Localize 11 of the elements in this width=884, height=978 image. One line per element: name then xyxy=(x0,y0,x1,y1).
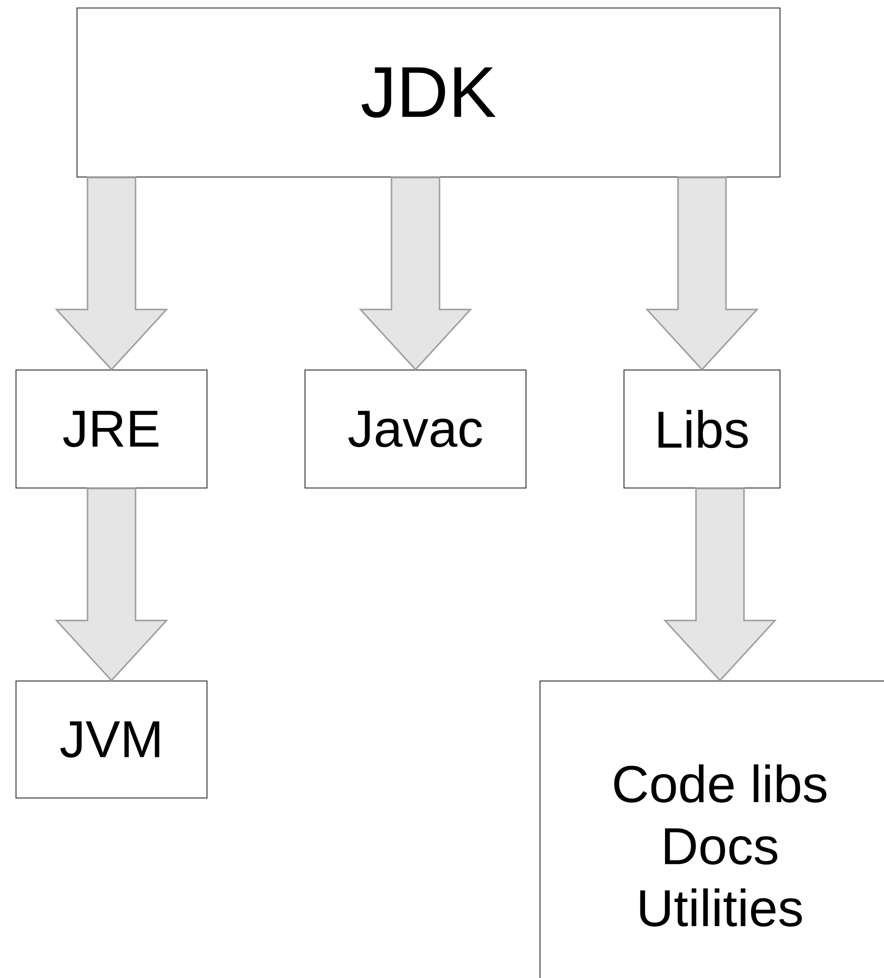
process-box: JRE xyxy=(16,370,208,488)
block-arrow xyxy=(645,176,759,371)
process-box: JVM xyxy=(16,680,208,798)
block-arrow xyxy=(358,176,472,371)
block-arrow xyxy=(663,488,777,682)
process-box: Libs xyxy=(624,370,780,488)
block-arrow xyxy=(54,176,168,371)
list-box: Code libs Docs Utilities xyxy=(540,680,884,978)
block-arrow xyxy=(54,488,168,682)
process-box: JDK xyxy=(76,8,780,178)
process-box: Javac xyxy=(304,370,526,488)
